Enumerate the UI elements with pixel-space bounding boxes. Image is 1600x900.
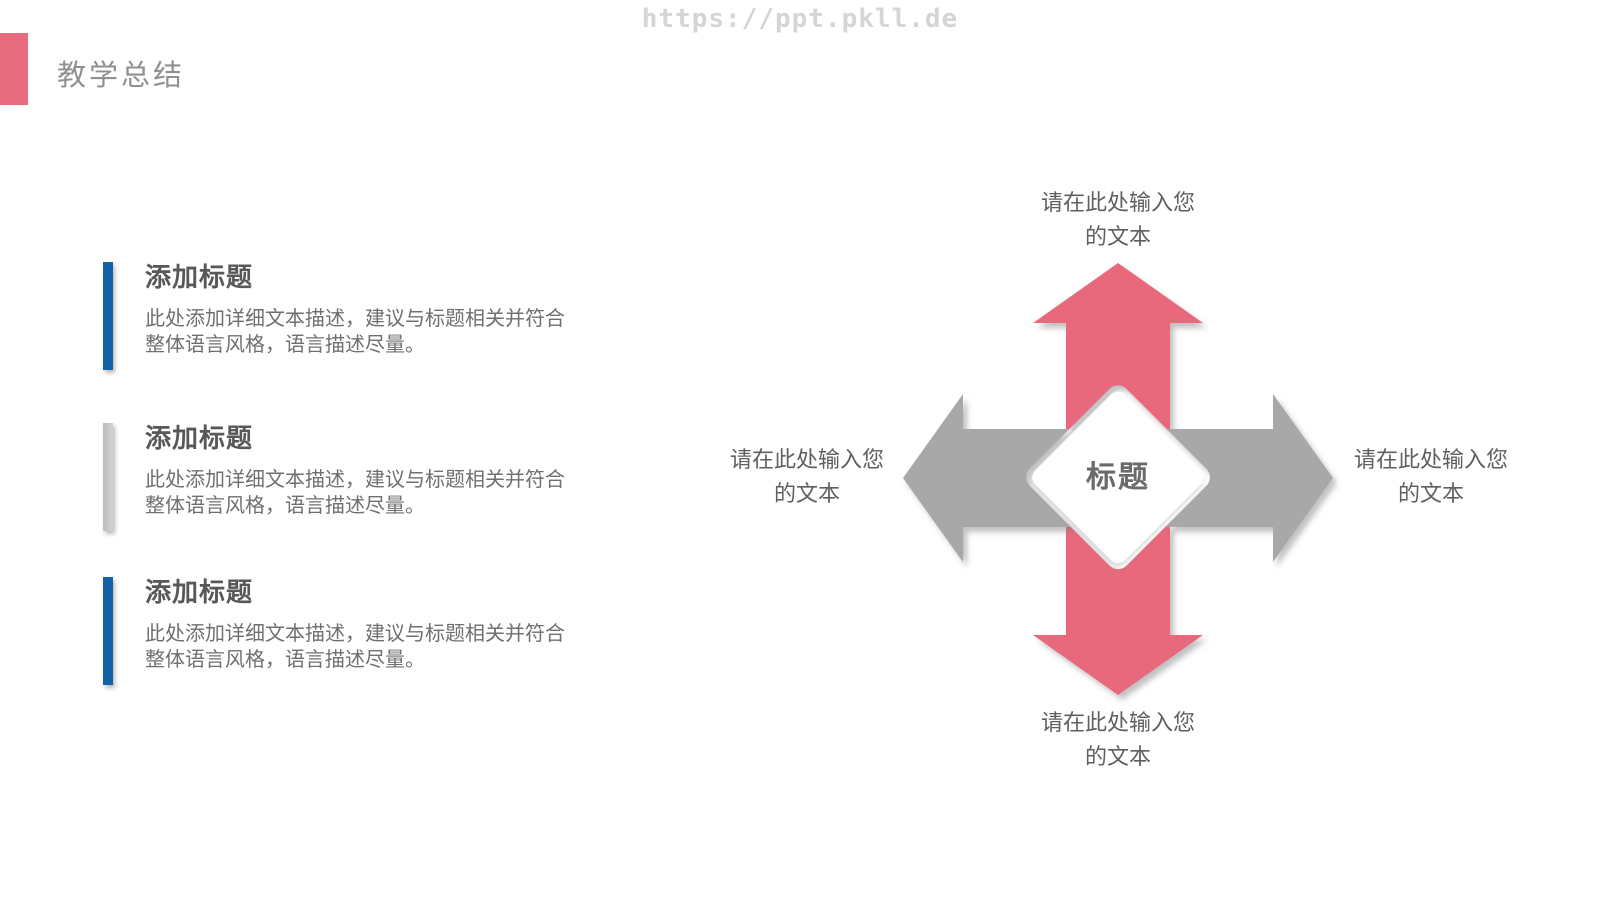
block-3-body: 此处添加详细文本描述，建议与标题相关并符合 整体语言风格，语言描述尽量。 — [145, 623, 565, 671]
watermark-url: https://ppt.pkll.de — [641, 4, 959, 34]
diagram-label-right: 请在此处输入您 的文本 — [1353, 447, 1508, 506]
block-3-title: 添加标题 — [145, 577, 254, 607]
center-diamond — [1032, 391, 1204, 563]
block-1-body: 此处添加详细文本描述，建议与标题相关并符合 整体语言风格，语言描述尽量。 — [145, 308, 565, 356]
diagram-label-bottom: 请在此处输入您 的文本 — [1040, 710, 1195, 769]
diagram-center-title: 标题 — [1086, 461, 1150, 494]
header-accent-bar — [0, 33, 28, 105]
block-2-content: 添加标题 此处添加详细文本描述，建议与标题相关并符合 整体语言风格，语言描述尽量… — [145, 423, 565, 531]
block-1-content: 添加标题 此处添加详细文本描述，建议与标题相关并符合 整体语言风格，语言描述尽量… — [145, 262, 565, 370]
block-3-accent-bar — [103, 577, 113, 685]
text-block-1: 添加标题 此处添加详细文本描述，建议与标题相关并符合 整体语言风格，语言描述尽量… — [103, 262, 643, 370]
block-2-accent-bar — [103, 423, 113, 531]
text-block-2: 添加标题 此处添加详细文本描述，建议与标题相关并符合 整体语言风格，语言描述尽量… — [103, 423, 643, 531]
block-1-accent-bar — [103, 262, 113, 370]
text-block-3: 添加标题 此处添加详细文本描述，建议与标题相关并符合 整体语言风格，语言描述尽量… — [103, 577, 643, 685]
page-title: 教学总结 — [57, 60, 186, 92]
diagram-label-top: 请在此处输入您 的文本 — [1040, 190, 1195, 249]
block-1-title: 添加标题 — [145, 262, 254, 292]
block-2-body: 此处添加详细文本描述，建议与标题相关并符合 整体语言风格，语言描述尽量。 — [145, 469, 565, 517]
block-2-title: 添加标题 — [145, 423, 254, 453]
block-3-content: 添加标题 此处添加详细文本描述，建议与标题相关并符合 整体语言风格，语言描述尽量… — [145, 577, 565, 685]
diagram-label-left: 请在此处输入您 的文本 — [729, 447, 884, 506]
